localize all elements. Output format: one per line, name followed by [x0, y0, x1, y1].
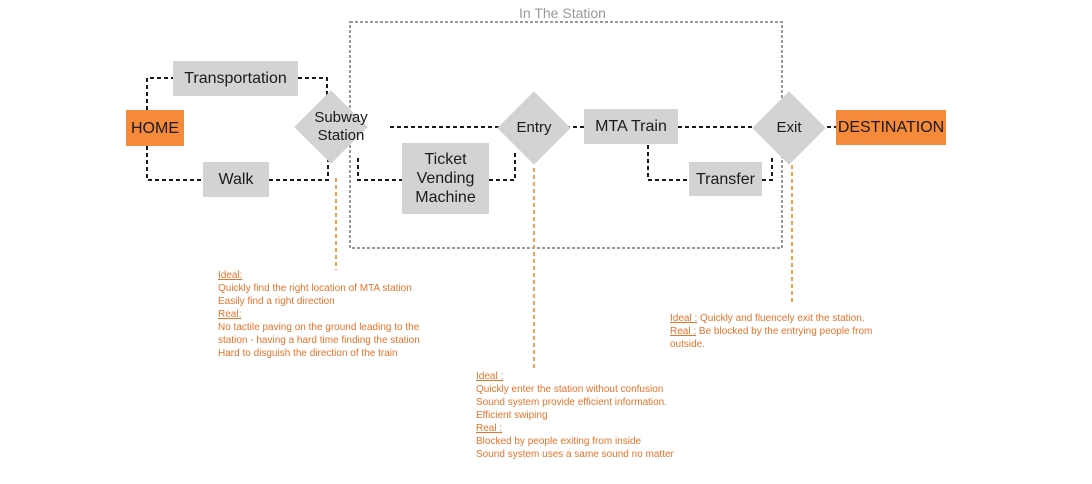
note-entry-real-2: Sound system uses a same sound no matter	[476, 449, 674, 460]
ticket-line-2: Vending	[416, 170, 475, 187]
note-entry-ideal-label: Ideal :	[476, 371, 504, 382]
node-mta-train: MTA Train	[584, 109, 678, 144]
connector-walk-subway	[269, 160, 329, 181]
node-entry: Entry	[516, 119, 552, 136]
connector-home-transportation	[146, 77, 173, 110]
ticket-line-1: Ticket	[424, 151, 467, 168]
note-entry-real-label: Real :	[476, 423, 503, 434]
note-exit-real-text: Be blocked by the entrying people from	[696, 326, 873, 337]
note-exit-ideal-line: Ideal : Quickly and fluencely exit the s…	[670, 312, 872, 325]
note-exit-ideal-label: Ideal :	[670, 313, 698, 324]
node-walk: Walk	[203, 162, 269, 197]
note-subway-real-3: Hard to disguish the direction of the tr…	[218, 348, 398, 359]
station-region-title: In The Station	[519, 5, 606, 21]
subway-station-line-2: Station	[317, 127, 365, 144]
node-home: HOME	[126, 110, 184, 146]
note-subway-ideal-2: Easily find a right direction	[218, 296, 335, 307]
node-transfer: Transfer	[689, 162, 762, 196]
note-exit-ideal-text: Quickly and fluencely exit the station.	[697, 313, 865, 324]
node-ticket-vending-machine: Ticket Vending Machine	[402, 143, 489, 214]
note-entry-real-1: Blocked by people exiting from inside	[476, 436, 642, 447]
ticket-line-3: Machine	[415, 189, 476, 206]
station-region-border	[349, 21, 783, 249]
note-exit-real-line: Real : Be blocked by the entrying people…	[670, 325, 872, 338]
note-subway-real-2: station - having a hard time finding the…	[218, 335, 420, 346]
connector-transportation-subway	[298, 77, 328, 98]
note-exit-real-label: Real :	[670, 326, 697, 337]
connector-mta-transfer	[647, 145, 689, 181]
connector-ticket-entry	[489, 150, 516, 181]
node-exit: Exit	[776, 119, 802, 136]
note-subway-real-1: No tactile paving on the ground leading …	[218, 322, 420, 333]
note-exit-real-cont: outside.	[670, 339, 706, 350]
subway-station-line-1: Subway	[314, 109, 368, 126]
note-subway-station: Ideal: Quickly find the right location o…	[218, 269, 420, 360]
node-destination: DESTINATION	[836, 110, 946, 145]
note-subway-ideal-1: Quickly find the right location of MTA s…	[218, 283, 412, 294]
connector-transfer-exit	[762, 156, 773, 181]
connector-subway-ticket	[357, 158, 402, 181]
note-exit: Ideal : Quickly and fluencely exit the s…	[670, 312, 872, 351]
node-subway-station: Subway Station	[296, 107, 386, 147]
node-transportation: Transportation	[173, 61, 298, 96]
connector-home-walk	[146, 146, 203, 181]
note-entry-ideal-3: Efficient swiping	[476, 410, 548, 421]
note-subway-ideal-label: Ideal:	[218, 270, 243, 281]
note-entry-ideal-1: Quickly enter the station without confus…	[476, 384, 664, 395]
note-entry-ideal-2: Sound system provide efficient informati…	[476, 397, 668, 408]
note-subway-real-label: Real:	[218, 309, 242, 320]
note-entry: Ideal : Quickly enter the station withou…	[476, 370, 674, 461]
